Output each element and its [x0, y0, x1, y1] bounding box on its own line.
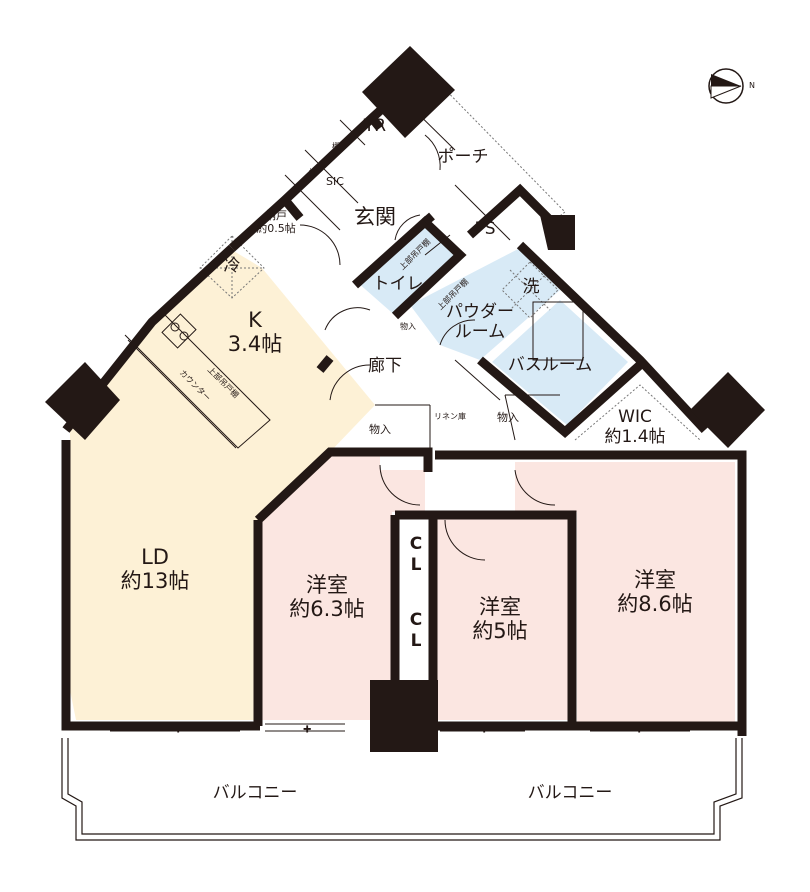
balcony-right-label: バルコニー: [527, 783, 613, 803]
entrance-label: 玄関: [354, 205, 396, 229]
western-room-1-size: 約6.3帖: [289, 597, 365, 622]
western-room-2-size: 約5帖: [472, 619, 528, 644]
closet-1-letter-c: C: [409, 534, 423, 554]
toilet-fill: [357, 225, 462, 318]
structural-columns: [45, 46, 765, 752]
wic-size: 約1.4帖: [604, 426, 666, 447]
porch-boundary: [427, 71, 566, 226]
kitchen-size: 3.4帖: [227, 332, 283, 357]
balcony-left-label: バルコニー: [212, 783, 298, 803]
western3-fill: [515, 462, 735, 726]
washer-marker: [501, 261, 559, 319]
closet-2-letter-c: C: [409, 610, 423, 630]
linen-closet-label: リネン庫: [434, 412, 466, 421]
storage-label-b: 物入: [369, 423, 391, 436]
closet-2-label: C L: [404, 610, 428, 653]
shelf-label-2: 棚: [309, 168, 317, 177]
ld-area-fill: [70, 250, 375, 720]
powder-room-line-2: ルーム: [454, 321, 506, 342]
western-room-1-label: 洋室 約6.3帖: [272, 573, 382, 621]
ld-name: LD: [141, 545, 169, 569]
storage-closet-size: 約0.5帖: [256, 221, 296, 235]
trunk-room-label: TR: [363, 116, 387, 136]
fridge-marker: [199, 235, 265, 299]
bath-fill: [492, 300, 628, 425]
shelf-label-1: 棚: [332, 142, 340, 151]
storage-closet-label: 納戸 約0.5帖: [248, 209, 304, 235]
western-room-3-label: 洋室 約8.6帖: [600, 568, 710, 616]
closet-1-label: C L: [404, 534, 428, 577]
wic-rack: [574, 384, 701, 441]
washer-label: 洗: [522, 277, 540, 297]
kitchen-name: K: [248, 308, 262, 332]
thin-partitions: [124, 95, 670, 456]
pipe-space-label: PS: [474, 219, 496, 239]
western-room-2-label: 洋室 約5帖: [450, 595, 550, 643]
storage-closet-name: 納戸: [265, 209, 287, 222]
porch-label: ポーチ: [437, 147, 489, 167]
fridge-label: 冷: [223, 256, 241, 276]
western-room-3-size: 約8.6帖: [617, 592, 693, 617]
closet-2-letter-l: L: [410, 631, 422, 652]
closet-1-letter-l: L: [410, 555, 422, 576]
balcony-outline: [61, 738, 743, 841]
hallway-label: 廊下: [368, 356, 402, 376]
western-room-2-name: 洋室: [479, 595, 521, 619]
bathroom-label: バスルーム: [507, 355, 593, 375]
western-room-3-name: 洋室: [634, 568, 676, 592]
ld-label: LD 約13帖: [110, 545, 200, 593]
kitchen-label: K 3.4帖: [205, 308, 305, 356]
sic-label: SIC: [326, 175, 344, 188]
svg-text:+: +: [303, 724, 311, 735]
powder-room-label: パウダー ルーム: [440, 302, 520, 342]
storage-label-a: 物入: [400, 322, 416, 331]
western2-fill: [433, 518, 569, 720]
ld-size: 約13帖: [120, 569, 190, 594]
powder-room-line-1: パウダー: [446, 302, 514, 322]
western-room-1-name: 洋室: [306, 573, 348, 597]
toilet-label: トイレ: [372, 274, 424, 294]
wic-name: WIC: [618, 407, 652, 427]
north-arrow-icon: [708, 68, 744, 104]
north-label: N: [749, 81, 755, 90]
storage-label-c: 物入: [497, 411, 519, 424]
wic-label: WIC 約1.4帖: [595, 407, 675, 447]
western1-fill: [260, 452, 425, 720]
door-swings: [299, 134, 556, 561]
